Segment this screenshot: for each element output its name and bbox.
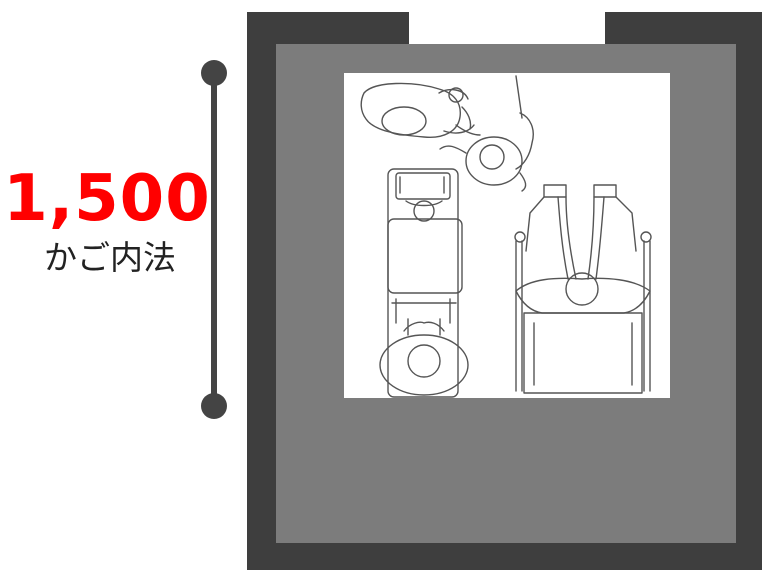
elevator-door-opening [409,12,605,45]
dimension-endpoint-top [201,60,227,86]
dimension-line [211,73,217,406]
usage-illustration [344,73,670,398]
medical-staff-icon [379,318,469,396]
dimension-value: 1,500 [3,162,211,236]
attendant-icon [439,75,534,192]
dimension-endpoint-bottom [201,393,227,419]
lying-person-icon [360,82,475,138]
wheelchair-user-icon [514,184,652,394]
dimension-caption: かご内法 [44,238,176,277]
stretcher-icon [387,168,463,398]
